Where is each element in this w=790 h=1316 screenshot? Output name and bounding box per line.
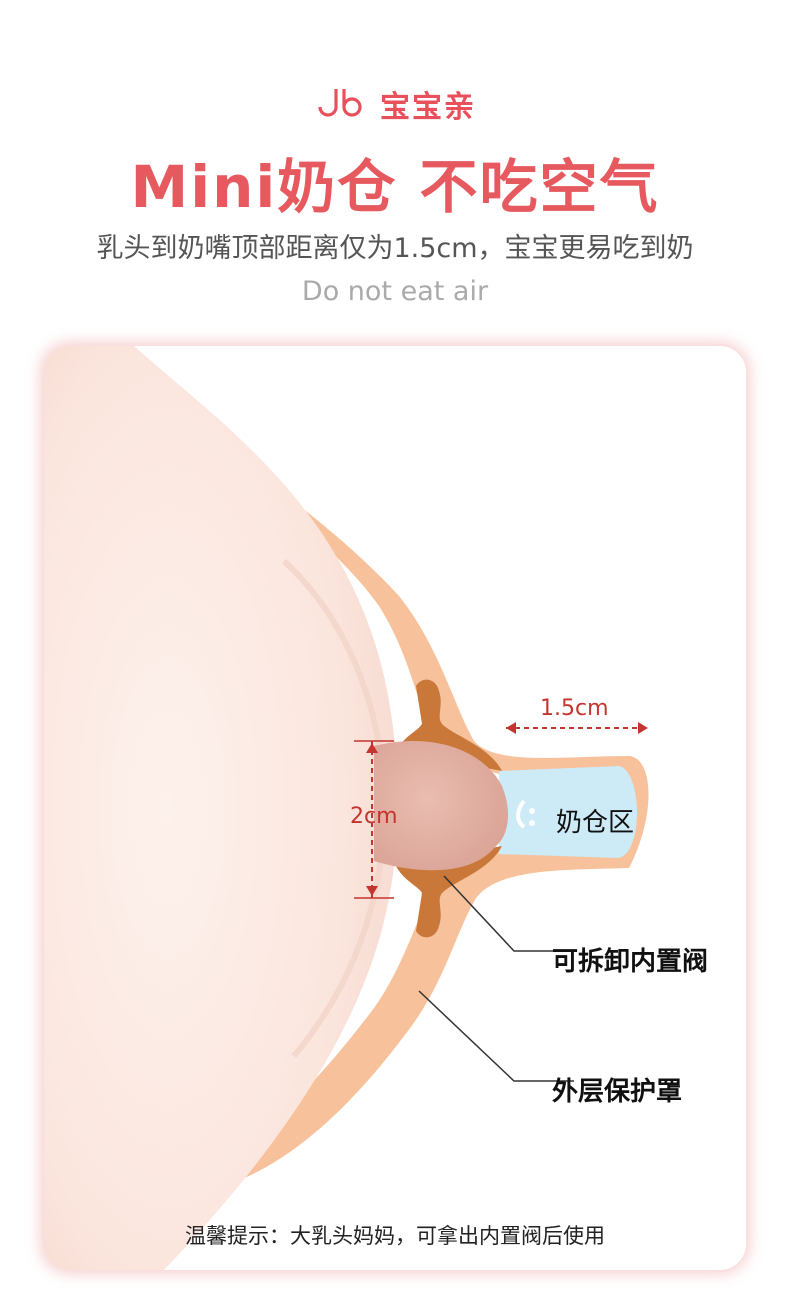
valve-label: 可拆卸内置阀: [552, 947, 709, 977]
length-measure-label: 1.5cm: [540, 696, 609, 721]
nipple-shield-diagram: [44, 346, 649, 1270]
milk-chamber-shape: [499, 766, 638, 858]
nipple-shape: [374, 740, 509, 871]
breast-shape: [44, 346, 398, 1270]
page-subtitle: 乳头到奶嘴顶部距离仅为1.5cm，宝宝更易吃到奶: [96, 233, 694, 264]
shield-label: 外层保护罩: [552, 1077, 683, 1107]
page-title: Mini奶仓 不吃空气: [130, 153, 660, 221]
product-diagram-card: 1.5cm 2cm 奶仓区 可拆卸内置阀 外层保护罩 温馨提示：大乳头妈妈，可拿…: [44, 346, 746, 1270]
width-measure-label: 2cm: [350, 804, 398, 829]
brand-logo-icon: [318, 89, 362, 117]
usage-tip: 温馨提示：大乳头妈妈，可拿出内置阀后使用: [185, 1224, 605, 1248]
milk-chamber-label: 奶仓区: [556, 808, 635, 838]
page-subtitle-english: Do not eat air: [301, 276, 489, 307]
brand-name: 宝宝亲: [380, 90, 476, 125]
milk-drop-icon: [516, 799, 535, 829]
brand-header: 宝宝亲: [0, 82, 790, 126]
